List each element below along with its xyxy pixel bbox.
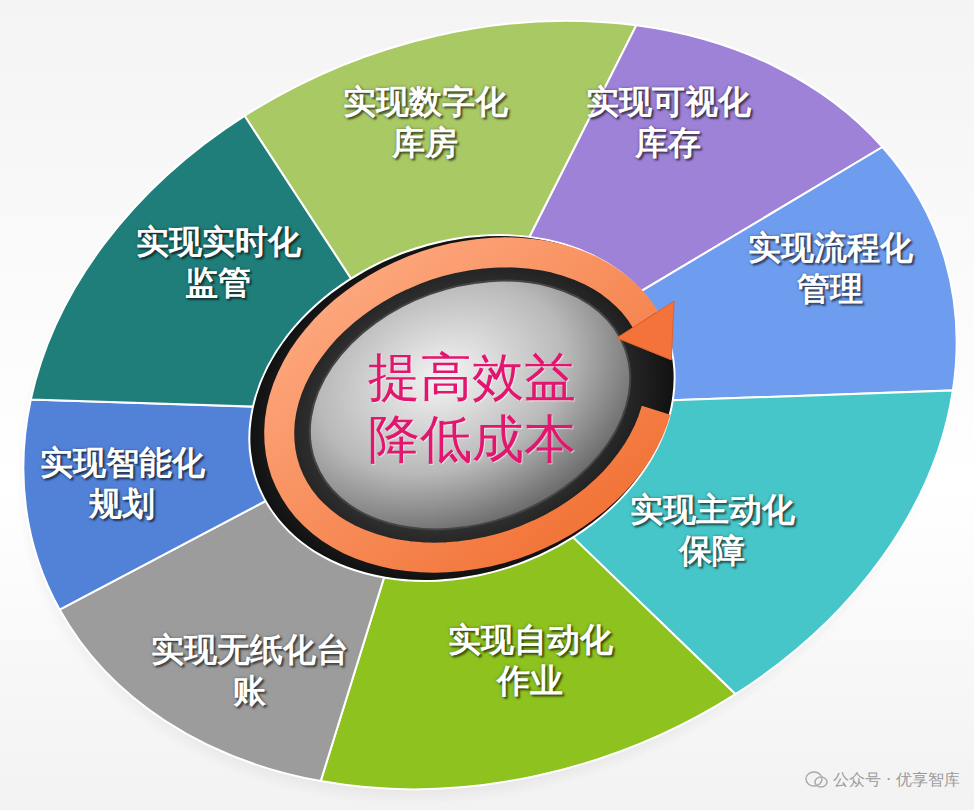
sector-label: 实现可视化 库存 (581, 81, 756, 164)
sector-label: 实现主动化 保障 (625, 489, 800, 572)
sector-label: 实现自动化 作业 (443, 619, 618, 702)
sector-label: 实现无纸化台 账 (146, 629, 354, 712)
watermark: 公众号 · 优享智库 (833, 770, 960, 791)
sector-label: 实现实时化 监管 (131, 221, 306, 304)
cycle-arrow (279, 252, 656, 557)
wechat-icon (805, 770, 829, 790)
sector-fill (23, 400, 265, 610)
sector-fill (641, 147, 956, 400)
sector-label: 实现数字化 库房 (338, 81, 513, 164)
hub-hole (202, 179, 723, 638)
sector-label: 实现智能化 规划 (35, 442, 210, 525)
center-title: 提高效益 降低成本 (360, 346, 584, 471)
cycle-arrowhead (617, 301, 674, 360)
hub-oval (275, 238, 666, 573)
sector-label: 实现流程化 管理 (743, 227, 918, 310)
